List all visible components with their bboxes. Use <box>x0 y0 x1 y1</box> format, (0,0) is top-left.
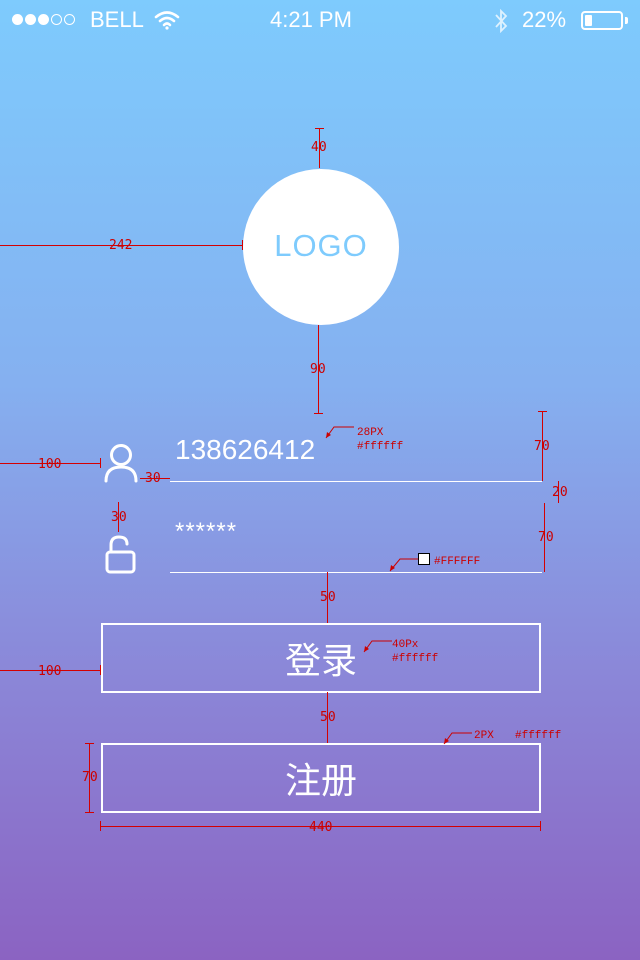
dim-icon-gap: 30 <box>145 471 161 486</box>
dim-line <box>327 572 328 623</box>
login-font-size: 40Px <box>392 639 419 651</box>
battery-level <box>585 15 592 26</box>
signal-dot <box>25 14 36 25</box>
wifi-icon <box>154 11 180 30</box>
dim-between-buttons: 50 <box>320 710 336 725</box>
status-bar: BELL 4:21 PM 22% <box>0 0 640 40</box>
phone-input[interactable]: 138626412 <box>175 434 316 465</box>
dim-tick <box>540 821 541 831</box>
dim-line <box>0 245 242 246</box>
dim-field-height-2: 70 <box>538 530 554 545</box>
logo-text: LOGO <box>274 228 368 263</box>
dim-tick <box>100 665 101 675</box>
signal-dot <box>64 14 75 25</box>
password-input[interactable]: ****** <box>175 518 238 545</box>
dim-button-left: 100 <box>38 664 62 679</box>
login-font-note: 40Px #ffffff <box>392 638 438 666</box>
dim-line <box>0 463 100 464</box>
border-color-note: #ffffff <box>515 730 562 742</box>
arrow-icon <box>363 640 392 653</box>
battery-icon <box>581 11 623 30</box>
dim-line <box>89 743 90 813</box>
arrow-icon <box>443 732 472 745</box>
arrow-icon <box>325 426 354 439</box>
dim-line <box>558 481 559 503</box>
signal-dot <box>12 14 23 25</box>
dim-field-height-1: 70 <box>534 439 550 454</box>
phone-font-note: 28PX #ffffff <box>357 426 403 454</box>
dim-line <box>319 128 320 168</box>
logo-circle <box>243 169 399 325</box>
dim-line <box>0 670 100 671</box>
dim-logo-left: 242 <box>109 238 133 253</box>
color-swatch <box>418 553 430 565</box>
user-icon <box>104 444 138 483</box>
bluetooth-icon <box>495 9 508 33</box>
carrier-name: BELL <box>90 7 144 32</box>
dim-tick <box>314 413 323 414</box>
dim-line <box>100 826 541 827</box>
dim-tick <box>85 743 94 744</box>
dim-line <box>544 503 545 572</box>
dim-icon-spacing: 30 <box>111 510 127 525</box>
dim-field-spacing: 20 <box>552 485 568 500</box>
dim-line <box>542 411 543 481</box>
login-font-color: #ffffff <box>392 653 439 665</box>
battery-tip <box>625 17 628 24</box>
dim-line <box>327 692 328 743</box>
underline-color-note: #FFFFFF <box>434 556 481 568</box>
dim-tick <box>100 821 101 831</box>
dim-logo-bottom: 90 <box>310 362 326 377</box>
dim-tick <box>85 812 94 813</box>
clock-time: 4:21 PM <box>270 7 352 32</box>
phone-font-color: #ffffff <box>357 441 404 453</box>
dim-tick <box>100 458 101 468</box>
dim-logo-top: 40 <box>311 140 327 155</box>
border-width-note: 2PX <box>474 730 494 742</box>
battery-percentage: 22% <box>522 7 567 32</box>
dim-tick <box>315 128 324 129</box>
arrow-icon <box>389 558 420 572</box>
dim-to-login: 50 <box>320 590 336 605</box>
phone-input-underline <box>170 481 542 482</box>
login-button[interactable]: 登录 <box>101 623 541 693</box>
password-input-underline <box>170 572 542 573</box>
phone-font-size: 28PX <box>357 427 384 439</box>
dim-line <box>118 502 119 532</box>
signal-dot <box>51 14 62 25</box>
dim-tick <box>242 240 243 250</box>
signal-dot <box>38 14 49 25</box>
dim-button-width: 440 <box>309 820 333 835</box>
lock-icon <box>105 535 136 574</box>
dim-tick <box>538 411 547 412</box>
register-button[interactable]: 注册 <box>101 743 541 813</box>
dim-button-height: 70 <box>82 770 98 785</box>
signal-strength-icon <box>12 14 75 25</box>
dim-line <box>140 478 170 479</box>
dim-field-left: 100 <box>38 457 62 472</box>
dim-line <box>318 325 319 413</box>
